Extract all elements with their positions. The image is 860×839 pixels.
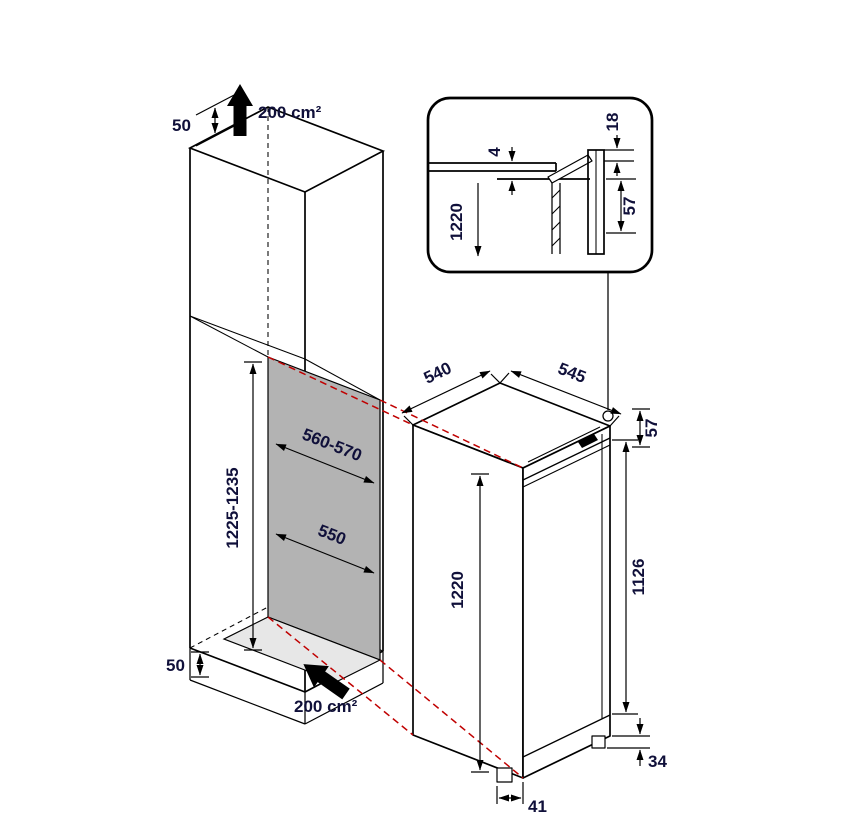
dimension-lines (191, 92, 650, 804)
appliance-door-face (522, 425, 611, 779)
rear-foot (591, 735, 606, 749)
detail-marker-circle (602, 410, 614, 422)
label-top-vent: 200 cm² (258, 103, 322, 122)
label-inset-door-overlap: 18 (603, 113, 622, 132)
cabinet-wireframe (187, 106, 386, 725)
label-top-clearance: 50 (172, 116, 191, 135)
door-top-edge (522, 437, 611, 481)
label-inset-hinge-offset: 57 (620, 197, 639, 216)
label-foot-inset: 41 (528, 797, 547, 816)
label-appliance-width: 540 (421, 358, 455, 387)
hinge-block (578, 434, 598, 448)
vent-flap-section (547, 154, 593, 184)
label-top-recess: 57 (642, 419, 661, 438)
label-bottom-vent: 200 cm² (294, 697, 358, 716)
label-inset-gap: 4 (485, 147, 504, 157)
detail-inset-frame (426, 96, 654, 274)
label-door-height: 1126 (629, 559, 648, 596)
label-appliance-height: 1220 (448, 571, 467, 609)
appliance-side-face (412, 424, 524, 779)
appliance-drawing (412, 382, 614, 783)
label-inset-niche-height: 1220 (447, 203, 466, 241)
label-bottom-clearance: 50 (166, 656, 185, 675)
front-foot (496, 767, 513, 783)
niche (222, 356, 382, 683)
label-appliance-depth: 545 (555, 359, 588, 387)
airflow-arrow-top (227, 84, 253, 136)
door-bottom-edge (522, 714, 611, 758)
detail-inset (426, 96, 654, 410)
label-plinth-height: 34 (648, 752, 667, 771)
airflow-arrows (227, 84, 350, 700)
airflow-arrow-bottom (303, 664, 350, 700)
label-niche-height: 1225-1235 (223, 467, 242, 548)
